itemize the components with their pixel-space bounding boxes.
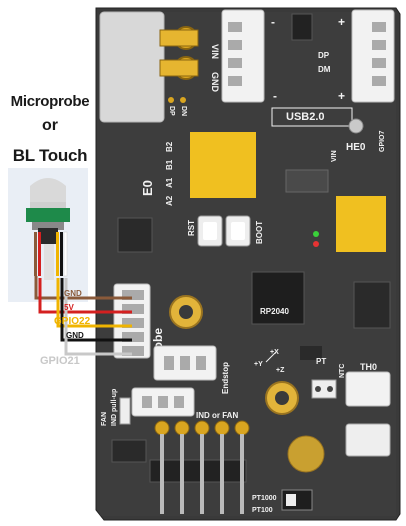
wire-label-gnd-2: GND: [66, 331, 84, 340]
jumper-pin-1: [315, 386, 321, 392]
b2-label: B2: [165, 141, 174, 152]
vin-terminal: [159, 26, 199, 50]
pt100-label: PT100: [252, 507, 273, 514]
small-chip: [300, 346, 322, 360]
he0-label: HE0: [346, 142, 366, 153]
mounting-hole-1: [169, 295, 203, 329]
minus-sign-2: -: [273, 89, 277, 103]
probe-title-line2: or: [42, 117, 58, 134]
jst-connector: [345, 423, 391, 457]
axis-arrow: [265, 351, 277, 363]
pt-label: PT: [316, 357, 326, 366]
endstop-connector: [153, 345, 217, 381]
vin-label-mid: VIN: [331, 150, 338, 162]
gpio7-label: GPIO7: [379, 130, 386, 152]
wire-gnd-2: [60, 278, 132, 342]
driver-chip: [117, 217, 153, 253]
dp-label-usb: DP: [318, 51, 330, 60]
ind-or-fan-label: IND or FAN: [196, 411, 238, 420]
probe-title-line3: BL Touch: [12, 146, 88, 165]
dn-label: DN: [180, 106, 187, 116]
mounting-hole-2: [265, 381, 299, 415]
rst-label: RST: [187, 220, 196, 236]
wire-gpio22: [56, 278, 132, 328]
pin-header: [149, 420, 250, 514]
power-module: [100, 12, 164, 122]
plus-y-label: +Y: [254, 361, 263, 368]
a2-label: A2: [165, 195, 174, 206]
minus-sign-1: -: [271, 15, 275, 29]
wire-label-gpio21: GPIO21: [40, 355, 80, 367]
mosfet-pad: [336, 196, 386, 252]
stepper-driver: [190, 132, 256, 198]
fan-connector: [131, 387, 195, 417]
dn-pin: [180, 97, 186, 103]
rst-button[interactable]: [197, 215, 223, 247]
rp2040-label: RP2040: [260, 307, 289, 316]
b1-label: B1: [165, 159, 174, 170]
usb-chip: [291, 13, 313, 41]
ind-jumper[interactable]: [119, 397, 131, 425]
usb-label: USB2.0: [286, 111, 325, 123]
rp2040-chip: [251, 271, 305, 325]
pt-ntc-jumper[interactable]: [311, 379, 337, 399]
dp-pin: [168, 97, 174, 103]
jumper-pin-2: [327, 386, 333, 392]
a1-label: A1: [165, 177, 174, 188]
endstop-label: Endstop: [221, 362, 230, 394]
status-led-red: [313, 241, 319, 247]
pt1000-label: PT1000: [252, 495, 277, 502]
power-chip: [353, 281, 391, 329]
probe-connector: [113, 283, 151, 359]
wire-group: [34, 276, 132, 356]
thermistor-pad: [287, 435, 325, 473]
wire-5v: [38, 278, 132, 314]
plus-sign-2: +: [338, 89, 345, 103]
dp-label: DP: [168, 106, 175, 116]
wire-label-gnd-1: GND: [64, 289, 82, 298]
th0-label: TH0: [360, 362, 377, 372]
pt-select-switch-knob: [286, 494, 296, 506]
e0-label: E0: [140, 180, 155, 196]
bottom-chip: [111, 439, 147, 463]
probe-title-line1: Microprobe: [10, 93, 90, 110]
plus-sign-1: +: [338, 15, 345, 29]
wire-gpio21: [64, 278, 132, 356]
dp-dm-label: DP DM: [256, 18, 265, 44]
probe-side-panel: Microprobe or BL Touch: [0, 0, 100, 526]
wire-gnd-1: [34, 276, 132, 300]
status-led-green: [313, 231, 319, 237]
boot-button[interactable]: [225, 215, 251, 247]
plus-z-label: +Z: [276, 367, 285, 374]
fan-label: FAN: [101, 412, 108, 426]
dm-label-usb: DM: [318, 65, 331, 74]
gnd-label-top: GND: [210, 72, 220, 93]
boot-label: BOOT: [255, 221, 264, 244]
he0-screw: [348, 118, 364, 134]
usb-header-right: [351, 9, 395, 103]
vin-label-top: VIN: [210, 44, 220, 59]
inductor: [285, 169, 329, 193]
plus-x-label: +X: [270, 349, 279, 356]
usb-label-box: [271, 107, 353, 127]
ntc-label: NTC: [339, 364, 346, 378]
wire-label-5v: 5V: [64, 303, 74, 312]
usb-header-left: [221, 9, 265, 103]
wire-label-gpio22: GPIO22: [54, 316, 91, 327]
bltouch-sensor-icon: [26, 178, 70, 280]
ind-pullup-label: IND pull-up: [111, 389, 118, 426]
th0-connector: [345, 371, 391, 407]
gnd-terminal: [159, 56, 199, 80]
